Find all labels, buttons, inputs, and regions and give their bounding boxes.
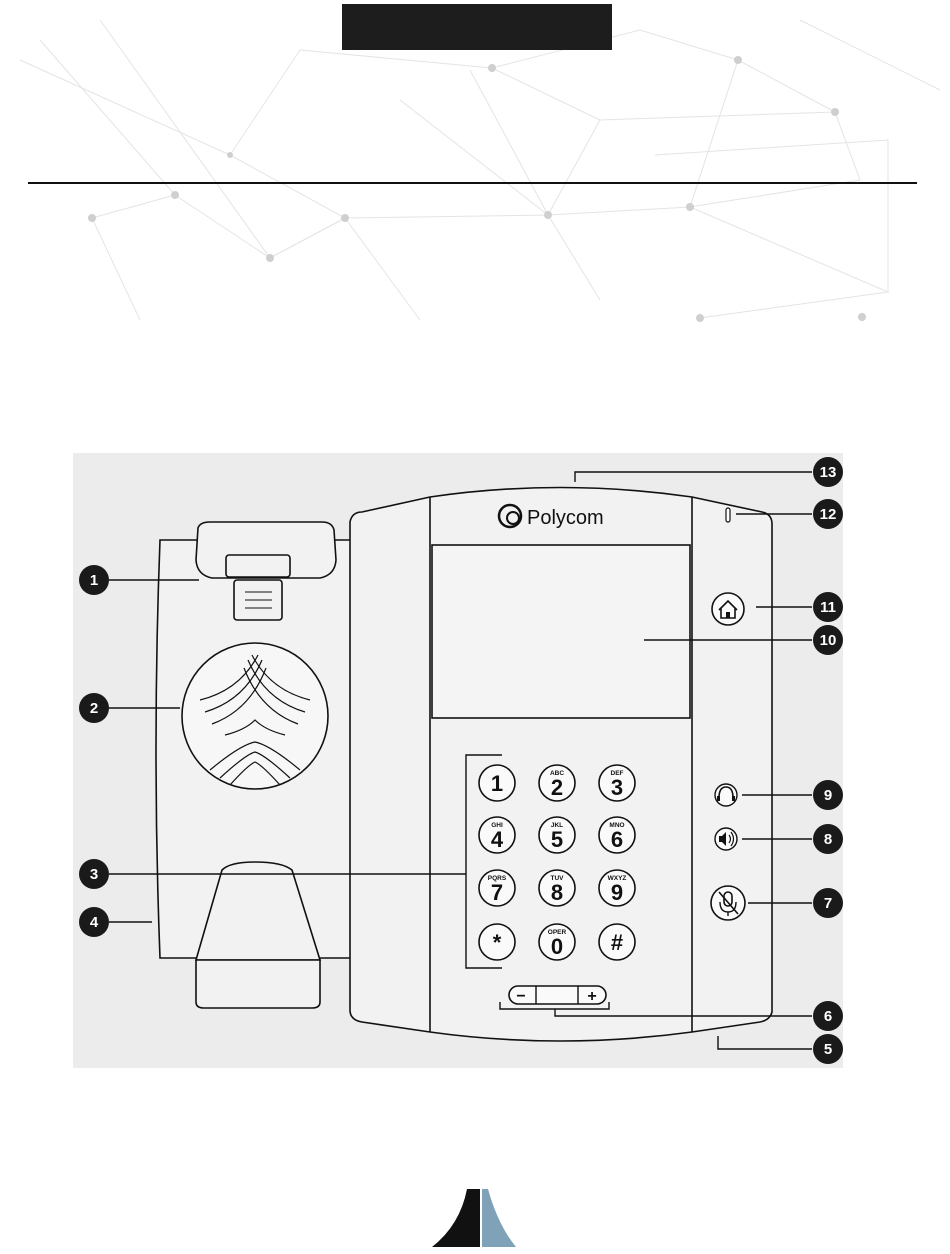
keypad-key[interactable]: # bbox=[599, 924, 635, 960]
keypad-key-digit: 9 bbox=[611, 880, 623, 905]
callout-marker: 7 bbox=[813, 888, 843, 918]
callout-number: 2 bbox=[90, 700, 98, 717]
keypad-key-digit: 1 bbox=[491, 771, 503, 796]
keypad-key-digit: 2 bbox=[551, 775, 563, 800]
keypad-key-digit: # bbox=[611, 930, 623, 955]
callout-marker: 3 bbox=[79, 859, 109, 889]
keypad-key-digit: 5 bbox=[551, 827, 563, 852]
lcd-screen bbox=[432, 545, 690, 718]
callout-marker: 11 bbox=[813, 592, 843, 622]
keypad-key[interactable]: 1 bbox=[479, 765, 515, 801]
callout-marker: 4 bbox=[79, 907, 109, 937]
volume-down-label[interactable]: − bbox=[516, 988, 525, 1005]
keypad-key-digit: 0 bbox=[551, 934, 563, 959]
callout-number: 1 bbox=[90, 572, 98, 589]
keypad-key-digit: 3 bbox=[611, 775, 623, 800]
company-logo-icon bbox=[430, 1185, 520, 1249]
callout-number: 3 bbox=[90, 866, 98, 883]
keypad-key[interactable]: * bbox=[479, 924, 515, 960]
mute-key-icon[interactable] bbox=[711, 886, 745, 920]
callout-number: 11 bbox=[820, 599, 836, 616]
keypad-key-digit: 7 bbox=[491, 880, 503, 905]
callout-number: 7 bbox=[824, 895, 832, 912]
message-light-icon bbox=[726, 508, 730, 522]
callout-number: 10 bbox=[820, 632, 837, 649]
callout-number: 4 bbox=[90, 914, 99, 931]
callout-number: 13 bbox=[820, 464, 837, 481]
callout-marker: 8 bbox=[813, 824, 843, 854]
callout-marker: 9 bbox=[813, 780, 843, 810]
callout-number: 9 bbox=[824, 787, 832, 804]
home-key-icon[interactable] bbox=[712, 593, 744, 625]
volume-up-label[interactable]: + bbox=[587, 988, 596, 1005]
speaker-grille-icon bbox=[182, 643, 328, 789]
callout-marker: 10 bbox=[813, 625, 843, 655]
callout-marker: 1 bbox=[79, 565, 109, 595]
speakerphone-key-icon[interactable] bbox=[715, 828, 737, 850]
callout-marker: 12 bbox=[813, 499, 843, 529]
keypad-key-digit: 8 bbox=[551, 880, 563, 905]
callout-number: 5 bbox=[824, 1041, 832, 1058]
handset-base bbox=[196, 960, 320, 1008]
keypad-key-digit: 4 bbox=[491, 827, 504, 852]
callout-number: 8 bbox=[824, 831, 832, 848]
keypad-key-digit: * bbox=[493, 930, 502, 955]
callout-number: 12 bbox=[820, 506, 837, 523]
callout-marker: 13 bbox=[813, 457, 843, 487]
callout-marker: 6 bbox=[813, 1001, 843, 1031]
keypad-key-digit: 6 bbox=[611, 827, 623, 852]
callout-marker: 5 bbox=[813, 1034, 843, 1064]
headset-key-icon[interactable] bbox=[715, 784, 737, 806]
volume-key[interactable]: − + bbox=[509, 986, 606, 1005]
callout-marker: 2 bbox=[79, 693, 109, 723]
brand-label: Polycom bbox=[527, 507, 604, 529]
callout-number: 6 bbox=[824, 1008, 832, 1025]
hanger-clip-tab bbox=[226, 555, 290, 577]
